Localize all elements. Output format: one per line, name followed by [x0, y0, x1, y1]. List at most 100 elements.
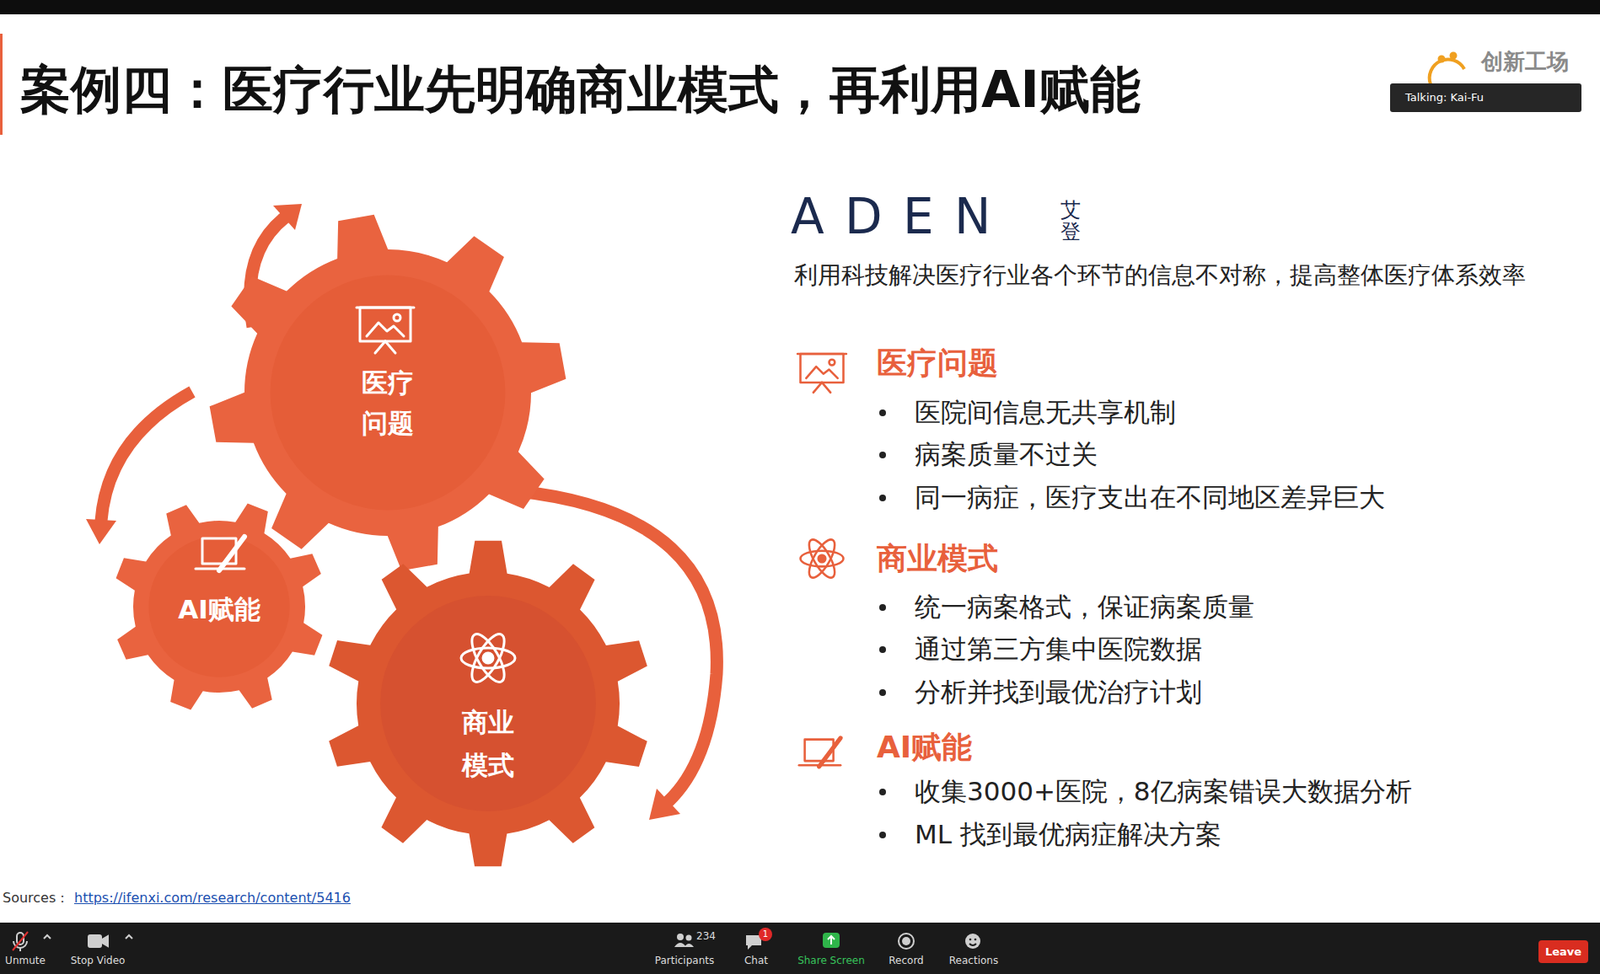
drawing-part: [898, 934, 914, 950]
bullet-text: 同一病症，医疗支出在不同地区差异巨大: [914, 482, 1386, 514]
drawing-part: [813, 382, 822, 393]
drawing-part: [822, 933, 840, 949]
drawing-part: [902, 937, 911, 946]
drawing-part: [879, 689, 886, 697]
drawing-part: [830, 936, 833, 945]
drawing-part: [800, 551, 844, 568]
drawing-part: [88, 935, 108, 948]
gear-icon: [461, 629, 516, 687]
bullet-text: 统一病案格式，保证病案质量: [914, 591, 1255, 623]
drawing-part: [879, 409, 886, 417]
chat-badge: 1: [758, 928, 773, 942]
participant-count: 234: [696, 930, 716, 943]
bullet-text: 分析并找到最优治疗计划: [914, 676, 1203, 709]
gear-outline: [328, 541, 648, 868]
toolbar-label: Stop Video: [70, 955, 126, 967]
gear-label: 医疗 问题: [357, 362, 418, 444]
toolbar-icons: [12, 932, 981, 952]
drawing-part: [12, 932, 28, 952]
bullet-text: 通过第三方集中医院数据: [914, 633, 1203, 666]
drawing-part: [674, 934, 694, 948]
drawing-part: [797, 354, 847, 393]
drawing-part: [821, 382, 831, 393]
drawing-part: [818, 555, 827, 564]
icon-stroke: [466, 629, 511, 687]
icon-stroke: [385, 341, 396, 354]
drawing-part: [674, 943, 687, 948]
drawing-part: [799, 738, 841, 768]
source-link: https://ifenxi.com/research/content/5416: [74, 890, 351, 907]
drawing-part: [879, 494, 886, 502]
drawing-part: [686, 935, 693, 942]
icon-stroke: [359, 307, 411, 342]
speaker-tooltip: Talking: Kai-Fu: [1390, 83, 1582, 113]
drawing-part: [684, 944, 694, 948]
drawing-part: [804, 536, 840, 582]
section-heading: 医疗问题: [876, 344, 999, 382]
gear-outline: [116, 504, 323, 711]
drawing-part: [805, 366, 838, 379]
gear-icon: [195, 536, 245, 571]
top-bar: [0, 0, 1600, 15]
drawing-part: [125, 935, 133, 940]
drawing-part: [676, 934, 684, 941]
gear-label: 商业 模式: [457, 701, 518, 788]
toolbar-label: Participants: [655, 955, 715, 967]
icon-stroke: [219, 536, 245, 571]
drawing-part: [43, 935, 51, 940]
company-logo: ADEN: [790, 192, 1012, 242]
bullet-text: ML 找到最优病症解决方案: [914, 819, 1222, 851]
gear-shape: [324, 540, 652, 868]
toolbar-label: Unmute: [5, 955, 46, 967]
drawing-part: [649, 789, 681, 821]
gear-hub: [148, 536, 290, 677]
gear-icon-svg: [351, 295, 419, 364]
gear-node: 商业 模式: [324, 540, 652, 868]
drawing-part: [819, 738, 842, 768]
drawing-part: [879, 451, 886, 459]
drawing-part: [879, 789, 886, 796]
drawing-part: [1439, 57, 1445, 62]
section-heading: AI赋能: [876, 729, 972, 766]
arrow-heads: [85, 204, 681, 821]
zoom-toolbar: [0, 923, 1600, 974]
drawing-part: [804, 536, 840, 582]
gear-node: AI赋能: [112, 499, 327, 715]
logo-text: 创新工场: [1481, 48, 1569, 76]
drawing-part: [969, 944, 977, 946]
drawing-part: [965, 934, 981, 950]
bullet-dots: [879, 409, 886, 839]
slide-title: 案例四：医疗行业先明确商业模式，再利用AI赋能: [20, 59, 1141, 120]
bullet-text: 病案质量不过关: [914, 439, 1098, 471]
drawing-part: [800, 536, 844, 582]
drawing-part: [273, 204, 302, 231]
drawing-part: [822, 933, 840, 949]
bullet-text: 收集3000+医院，8亿病案错误大数据分析: [914, 776, 1413, 808]
gear-icon-svg: [454, 624, 522, 693]
drawing-part: [879, 832, 886, 839]
drawing-part: [12, 932, 28, 951]
drawing-part: [898, 934, 914, 950]
drawing-part: [965, 934, 981, 950]
drawing-part: [1451, 53, 1456, 59]
icon-stroke: [466, 629, 511, 687]
gear-hub: [380, 595, 596, 812]
icon-stroke: [483, 653, 494, 664]
gear-label: AI赋能: [177, 594, 261, 626]
drawing-part: [969, 939, 972, 942]
logo-swirl: [1429, 53, 1465, 86]
drawing-part: [85, 519, 117, 545]
section-icons: [797, 354, 847, 768]
toolbar-label: Chat: [744, 955, 768, 967]
gear-icon-svg: [188, 525, 257, 593]
drawing-part: [879, 604, 886, 612]
logo-chinese: 艾登: [1060, 198, 1081, 244]
section-heading: 商业模式: [876, 540, 999, 577]
title-accent-bar: [0, 33, 3, 135]
leave-button: Leave: [1538, 940, 1589, 964]
drawing-part: [1429, 59, 1465, 85]
drawing-part: [879, 646, 886, 654]
icon-stroke: [375, 341, 386, 354]
icon-stroke: [461, 648, 516, 669]
subtitle: 利用科技解决医疗行业各个环节的信息不对称，提高整体医疗体系效率: [794, 261, 1526, 290]
